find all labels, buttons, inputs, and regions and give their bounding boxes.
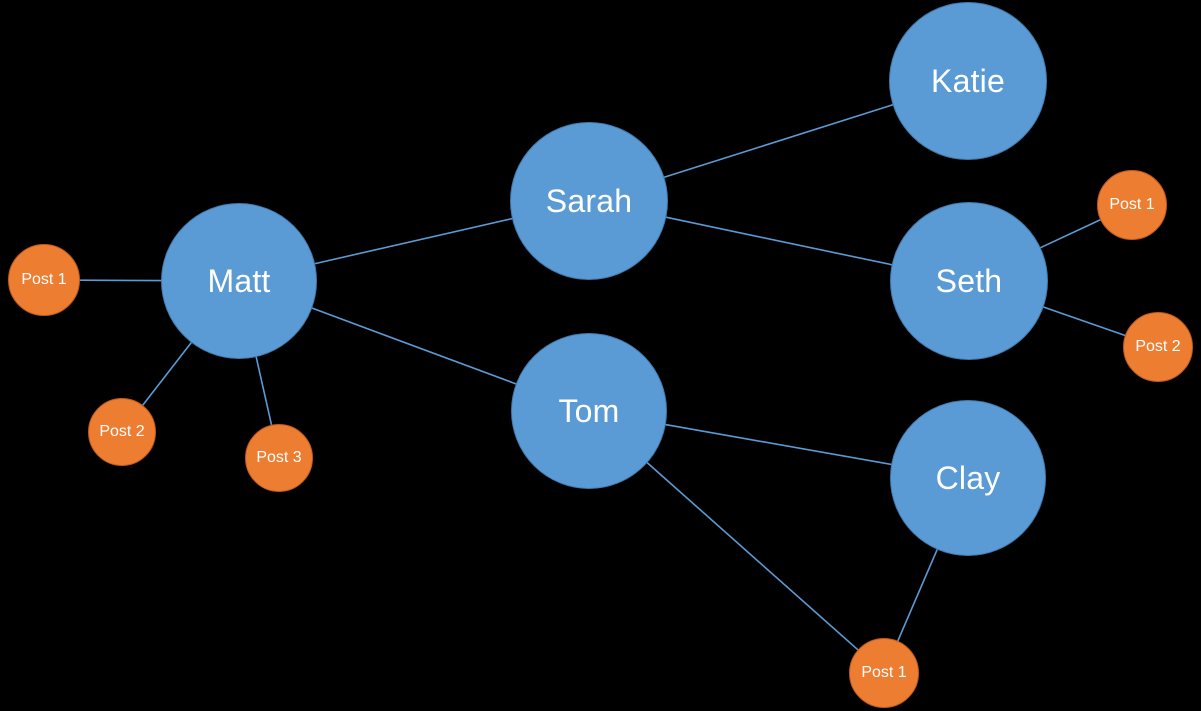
- person-node-clay[interactable]: Clay: [890, 400, 1046, 556]
- person-node-katie[interactable]: Katie: [889, 2, 1047, 160]
- graph-edge-sarah-to-katie: [662, 103, 895, 179]
- graph-edge-seth-to-seth_p1: [1038, 218, 1102, 249]
- node-label: Post 1: [1109, 196, 1155, 213]
- node-label: Post 3: [256, 449, 302, 466]
- graph-edge-matt-to-tom: [310, 307, 518, 385]
- post-node-shared_p1[interactable]: Post 1: [849, 638, 919, 708]
- graph-edge-tom-to-shared_p1: [645, 461, 860, 652]
- node-label: Sarah: [545, 183, 633, 219]
- graph-edge-sarah-to-seth: [664, 216, 894, 266]
- person-node-matt[interactable]: Matt: [161, 203, 317, 359]
- node-label: Clay: [935, 460, 1001, 496]
- node-label: Seth: [935, 263, 1003, 299]
- node-label: Post 2: [99, 423, 145, 440]
- graph-edge-seth-to-seth_p2: [1041, 305, 1127, 337]
- post-node-matt_p1[interactable]: Post 1: [8, 244, 80, 316]
- node-label: Post 1: [861, 664, 907, 681]
- post-node-seth_p1[interactable]: Post 1: [1097, 170, 1167, 240]
- node-label: Tom: [558, 393, 620, 429]
- node-label: Katie: [931, 63, 1005, 99]
- graph-edge-matt-to-matt_p2: [141, 341, 193, 407]
- graph-edge-tom-to-clay: [664, 423, 893, 466]
- graph-edge-clay-to-shared_p1: [896, 547, 939, 643]
- person-node-tom[interactable]: Tom: [511, 333, 667, 489]
- person-node-sarah[interactable]: Sarah: [510, 122, 668, 280]
- node-label: Post 1: [21, 271, 67, 288]
- post-node-matt_p3[interactable]: Post 3: [245, 424, 313, 492]
- person-node-seth[interactable]: Seth: [890, 202, 1048, 360]
- graph-edge-matt-to-sarah: [313, 217, 514, 265]
- node-label: Matt: [207, 263, 271, 299]
- node-label: Post 2: [1135, 338, 1181, 355]
- graph-edge-matt-to-matt_p3: [255, 355, 273, 427]
- post-node-seth_p2[interactable]: Post 2: [1123, 312, 1193, 382]
- post-node-matt_p2[interactable]: Post 2: [88, 398, 156, 466]
